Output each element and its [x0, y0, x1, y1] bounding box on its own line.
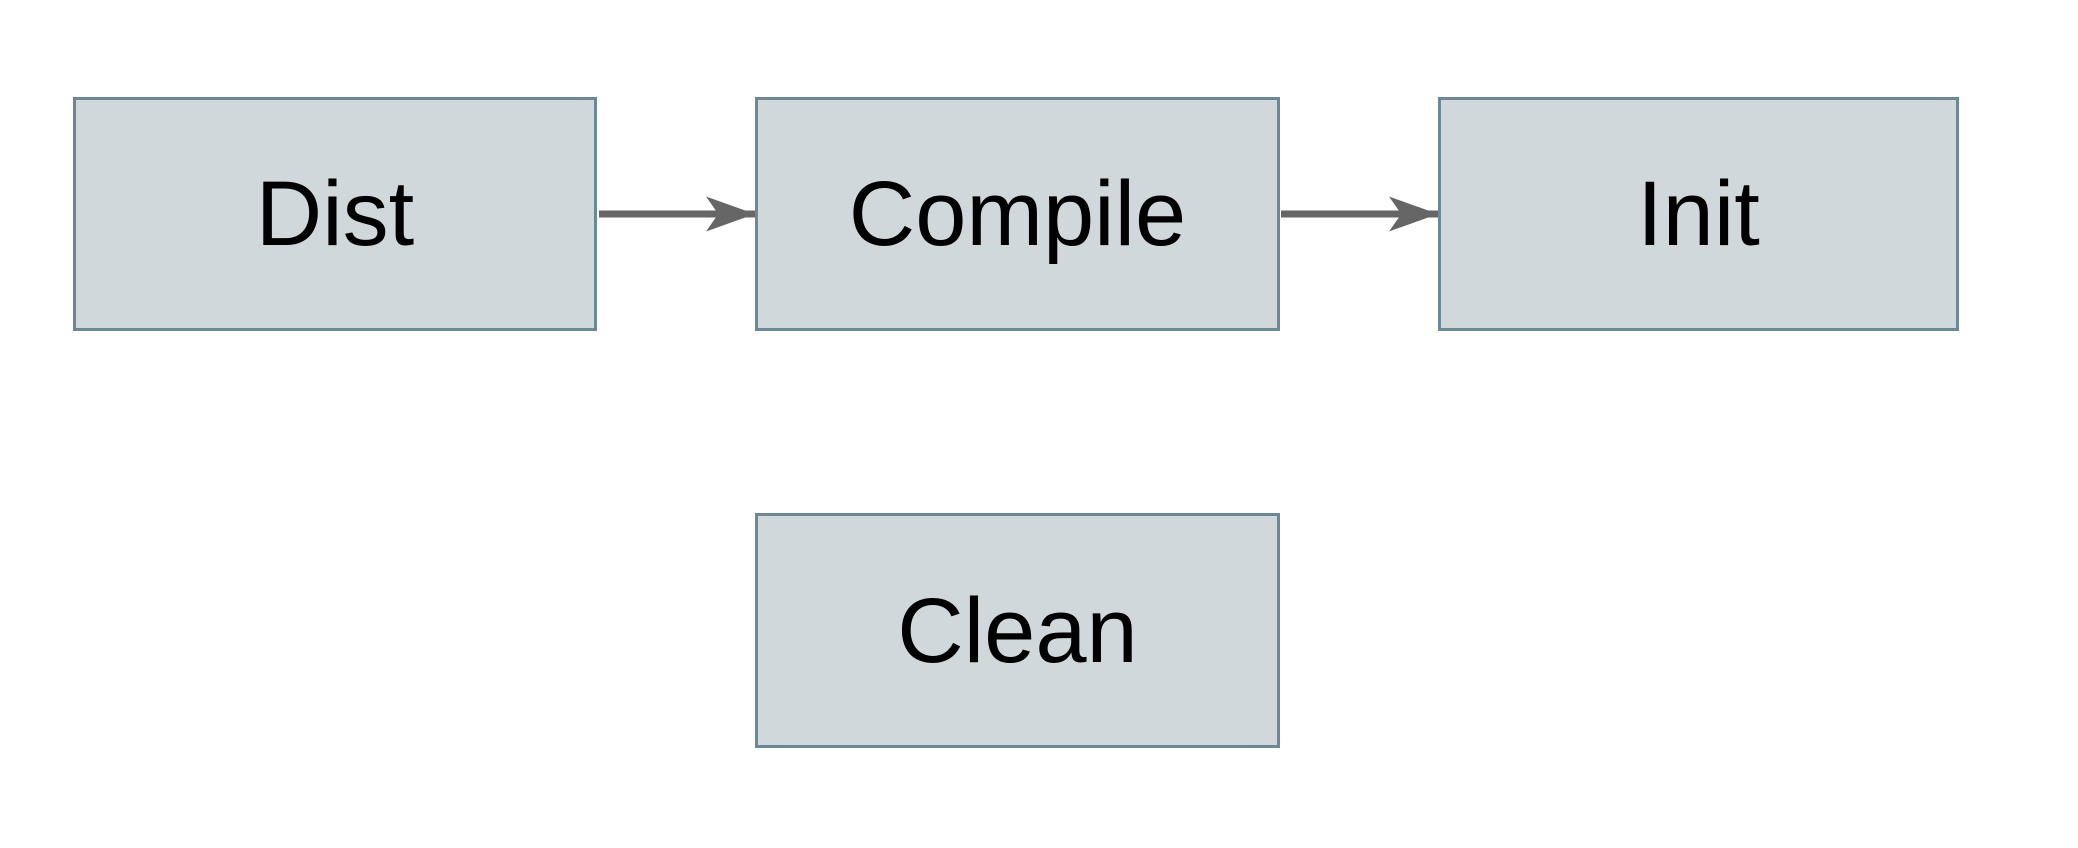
node-compile-label: Compile: [848, 163, 1187, 265]
node-dist-label: Dist: [255, 163, 415, 265]
node-dist: Dist: [73, 97, 597, 331]
node-clean: Clean: [755, 513, 1280, 748]
node-compile: Compile: [755, 97, 1280, 331]
node-init-label: Init: [1637, 163, 1760, 265]
node-clean-label: Clean: [897, 579, 1138, 682]
node-init: Init: [1438, 97, 1959, 331]
